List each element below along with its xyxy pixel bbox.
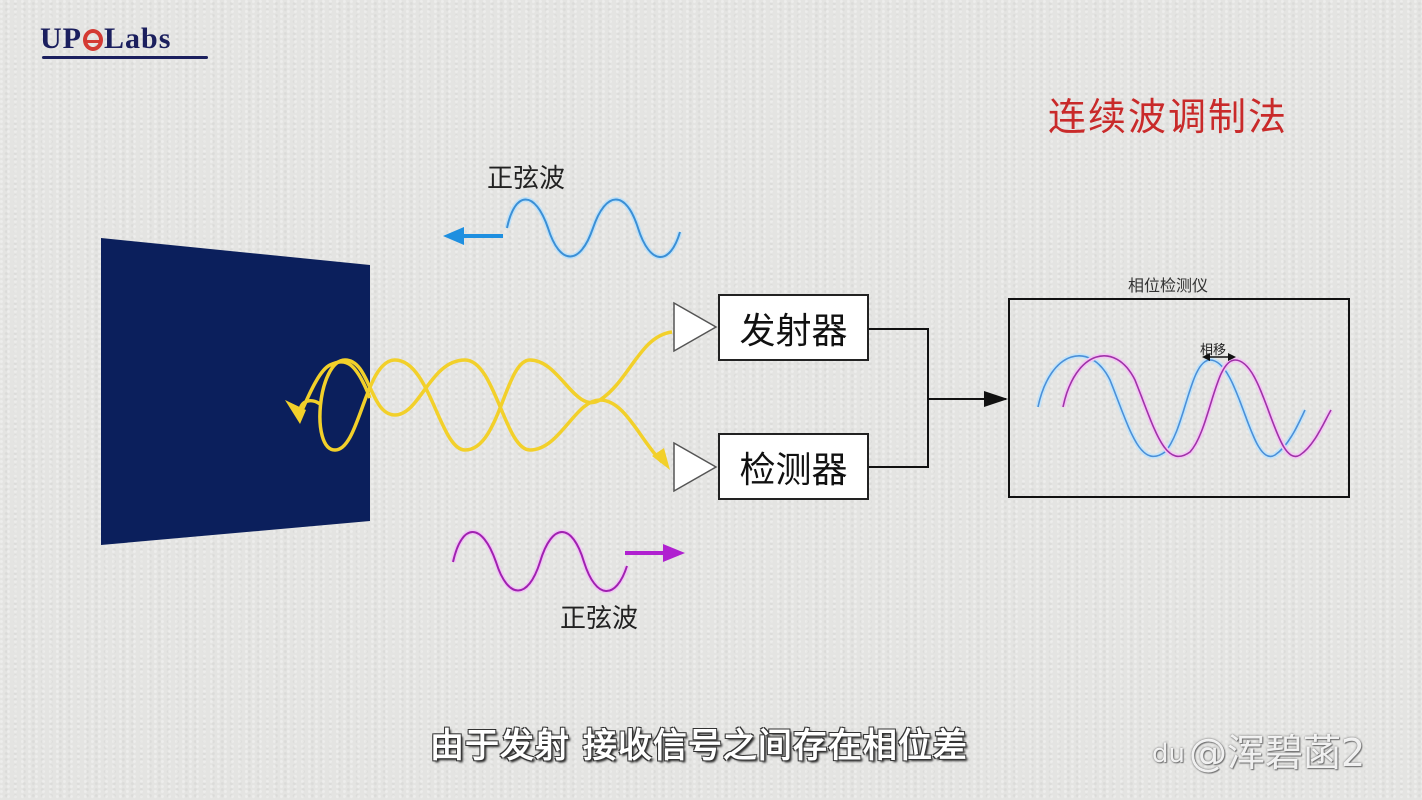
subtitle-caption: 由于发射 接收信号之间存在相位差 — [430, 726, 968, 766]
outgoing-wave-label: 正弦波 — [487, 164, 566, 194]
detector-block: 检测器 — [718, 433, 869, 500]
transmitter-label: 发射器 — [739, 310, 848, 352]
transmitter-block: 发射器 — [718, 294, 869, 361]
outgoing-sine-wave — [504, 197, 683, 260]
baidu-paw-icon: du — [1152, 739, 1185, 769]
detector-label: 检测器 — [739, 449, 848, 491]
phase-detector-box — [1008, 298, 1350, 498]
return-wave-label: 正弦波 — [560, 604, 639, 634]
return-sine-wave — [450, 529, 630, 594]
phase-shifted-wave — [1060, 353, 1334, 459]
upolabs-logo: UP Labs — [40, 22, 171, 56]
transmitter-lens-icon — [673, 301, 718, 353]
target-surface — [101, 238, 370, 545]
logo-underline — [42, 56, 208, 59]
beam-arrow-head-detector — [652, 448, 670, 470]
beam-arrow-head-target — [285, 400, 306, 424]
watermark-text: @浑碧菡2 — [1188, 731, 1366, 775]
phase-detector-title: 相位检测仪 — [1128, 276, 1209, 295]
watermark: du@浑碧菡2 — [1152, 722, 1365, 777]
diagram-title: 连续波调制法 — [1048, 95, 1289, 139]
logo-text-right: Labs — [104, 22, 172, 55]
signal-connector — [868, 328, 1008, 468]
left-arrow-icon — [443, 227, 503, 245]
phase-shift-arrow-icon — [1202, 353, 1236, 361]
right-arrow-icon — [625, 544, 685, 562]
detector-lens-icon — [673, 441, 718, 493]
reference-wave — [1035, 353, 1308, 459]
logo-o-icon — [83, 29, 103, 51]
laser-beam — [298, 330, 673, 464]
logo-text-left: UP — [40, 22, 82, 55]
phase-shift-label: 相移 — [1200, 343, 1227, 358]
